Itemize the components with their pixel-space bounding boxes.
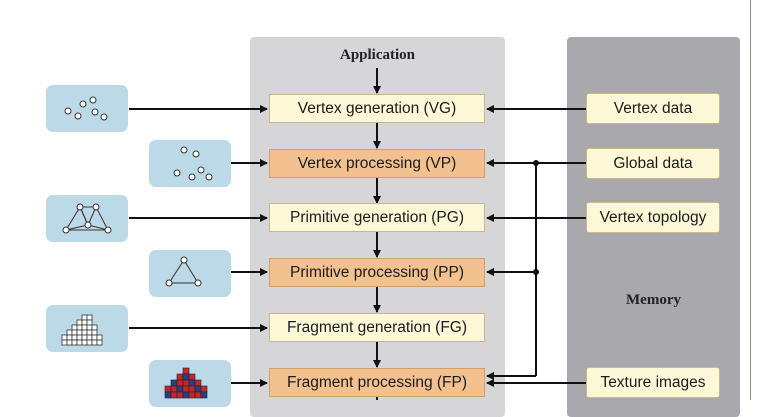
- processed-points-icon: [149, 140, 231, 187]
- page-edge-line: [750, 0, 751, 400]
- memory-texture-images: Texture images: [586, 367, 720, 398]
- fragment-grid-icon: [46, 305, 128, 352]
- vertex-points-icon: [46, 85, 128, 132]
- triangle-mesh-icon: [46, 195, 128, 242]
- application-title: Application: [339, 47, 415, 63]
- triangle-icon: [149, 250, 231, 297]
- memory-vertex-data: Vertex data: [586, 93, 720, 124]
- stage-primitive-generation: Primitive generation (PG): [269, 203, 485, 232]
- shaded-fragments-icon: [149, 360, 231, 407]
- memory-vertex-topology: Vertex topology: [586, 202, 720, 233]
- stage-fragment-processing: Fragment processing (FP): [269, 368, 485, 397]
- stage-vertex-processing: Vertex processing (VP): [269, 149, 485, 178]
- memory-title: Memory: [626, 292, 681, 308]
- stage-vertex-generation: Vertex generation (VG): [269, 94, 485, 123]
- memory-global-data: Global data: [586, 148, 720, 179]
- stage-fragment-generation: Fragment generation (FG): [269, 313, 485, 342]
- stage-primitive-processing: Primitive processing (PP): [269, 258, 485, 287]
- bus-junction-1: [533, 160, 539, 166]
- pipeline-arrows: [129, 68, 586, 400]
